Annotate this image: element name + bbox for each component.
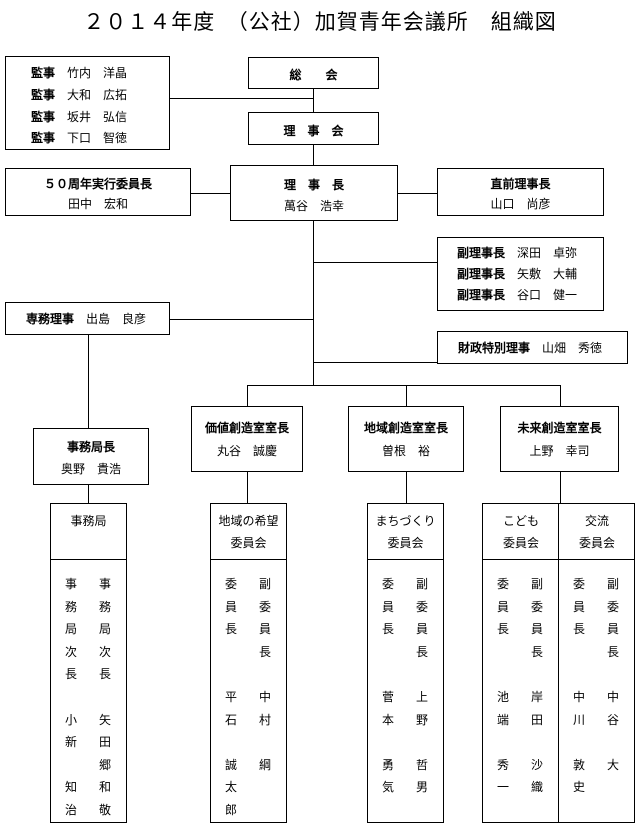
past-president-box: 直前理事長 山口 尚彦 (437, 168, 604, 216)
board-box: 理 事 会 (248, 112, 379, 145)
vice-president-row: 副理事長 深田 卓弥 (457, 246, 578, 260)
general-assembly-box: 総 会 (248, 57, 379, 89)
committee-kodomo-header: こども 委員会 (483, 504, 559, 559)
anniversary-name: 田中 宏和 (67, 197, 128, 211)
member-column: 委員長中川敦史 (572, 577, 585, 795)
auditor-row: 監事 下口 智徳 (31, 131, 128, 145)
unit-name-line1: まちづくり (375, 514, 436, 528)
office-head-name: 丸谷 誠慶 (216, 444, 277, 458)
page-title: ２０１４年度 （公社）加賀青年会議所 組織図 (83, 10, 557, 34)
auditor-row: 監事 大和 広拓 (31, 88, 128, 102)
office-head-name: 上野 幸司 (529, 444, 590, 458)
member-column: 事務局次長矢田郷和敬 (98, 577, 111, 817)
board-label: 理 事 会 (283, 124, 344, 138)
anniversary-title: ５０周年実行委員長 (43, 177, 152, 191)
office-head-box: 価値創造室室長 丸谷 誠慶 (191, 406, 303, 472)
unit-name-line2: 委員会 (502, 536, 539, 550)
vice-presidents-box: 副理事長 深田 卓弥 副理事長 矢敷 大輔 副理事長 谷口 健一 (437, 237, 604, 311)
finance-director-box: 財政特別理事 山畑 秀徳 (437, 331, 628, 364)
president-title: 理 事 長 (283, 178, 344, 192)
managing-director-row: 専務理事 出島 良彦 (26, 312, 147, 326)
past-president-name: 山口 尚彦 (490, 197, 551, 211)
office-head-box: 未来創造室室長 上野 幸司 (500, 406, 619, 472)
member-column: 委員長菅本勇気 (381, 577, 394, 795)
past-president-title: 直前理事長 (490, 177, 551, 191)
member-column: 副委員長中谷大 (606, 577, 619, 772)
office-head-name: 曽根 裕 (381, 444, 430, 458)
general-assembly-label: 総 会 (289, 68, 338, 82)
committee-unit-pair: こども 委員会 委員長池端秀一 副委員長岸田沙織 交流 委員会 委員長中川敦史 … (482, 503, 635, 823)
member-column: 副委員長中村綱 (258, 577, 271, 772)
unit-name-line1: 地域の希望 (218, 514, 279, 528)
unit-name: 事務局 (70, 514, 107, 528)
auditors-box: 監事 竹内 洋晶 監事 大和 広拓 監事 坂井 弘信 監事 下口 智徳 (5, 56, 170, 150)
member-column: 副委員長上野哲男 (415, 577, 428, 795)
secretariat-head-name: 奥野 貴浩 (60, 462, 121, 476)
member-column: 委員長平石誠太郎 (224, 577, 237, 817)
unit-name-line2: 委員会 (387, 536, 424, 550)
president-name: 萬谷 浩幸 (283, 199, 344, 213)
secretariat-head-title: 事務局長 (66, 440, 115, 454)
unit-name-line1: こども (502, 514, 539, 528)
office-head-title: 地域創造室室長 (363, 421, 448, 435)
unit-name-line2: 委員会 (578, 536, 615, 550)
secretariat-head-box: 事務局長 奥野 貴浩 (33, 428, 149, 485)
unit-name-line2: 委員会 (230, 536, 267, 550)
committee-unit: 地域の希望 委員会 委員長平石誠太郎 副委員長中村綱 (210, 503, 287, 823)
auditor-row: 監事 坂井 弘信 (31, 110, 128, 124)
office-head-title: 価値創造室室長 (204, 421, 289, 435)
committee-kouryu-header: 交流 委員会 (559, 504, 635, 559)
auditor-row: 監事 竹内 洋晶 (31, 66, 128, 80)
secretariat-unit: 事務局 事務局次長小新知治 事務局次長矢田郷和敬 (50, 503, 127, 823)
office-head-title: 未来創造室室長 (517, 421, 602, 435)
unit-name-line1: 交流 (584, 514, 609, 528)
committee-unit: まちづくり 委員会 委員長菅本勇気 副委員長上野哲男 (367, 503, 444, 823)
vice-president-row: 副理事長 谷口 健一 (457, 288, 578, 302)
member-column: 事務局次長小新知治 (64, 577, 77, 817)
president-box: 理 事 長 萬谷 浩幸 (230, 165, 398, 221)
office-head-box: 地域創造室室長 曽根 裕 (348, 406, 464, 472)
member-column: 委員長池端秀一 (496, 577, 509, 795)
finance-director-row: 財政特別理事 山畑 秀徳 (458, 341, 603, 355)
anniversary-box: ５０周年実行委員長 田中 宏和 (5, 168, 191, 216)
member-column: 副委員長岸田沙織 (530, 577, 543, 795)
vice-president-row: 副理事長 矢敷 大輔 (457, 267, 578, 281)
managing-director-box: 専務理事 出島 良彦 (5, 302, 170, 335)
